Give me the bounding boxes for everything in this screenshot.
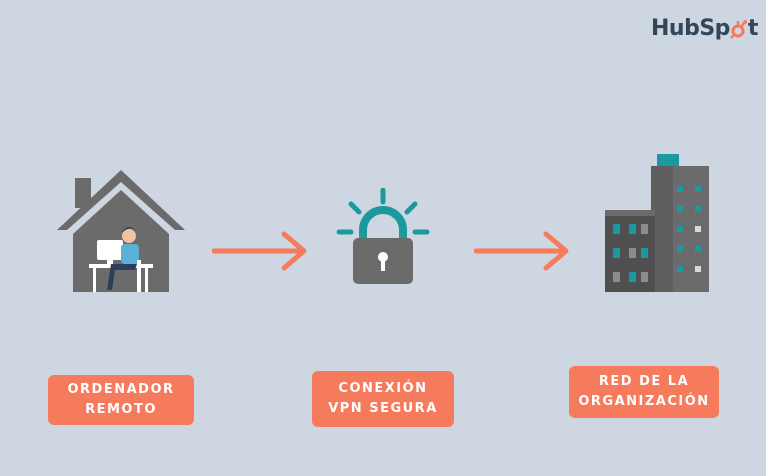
house-icon [57,170,185,292]
logo-text-right: t [747,16,759,41]
arrow-right-icon [212,231,307,271]
sprocket-icon [730,19,747,39]
vpn-connection-label: CONEXIÓN VPN SEGURA [312,371,454,427]
office-buildings-icon [605,154,709,292]
organization-network-label: RED DE LA ORGANIZACIÓN [569,366,719,418]
remote-computer-label: ORDENADOR REMOTO [48,375,194,425]
logo-text-left: HubSp [651,16,730,41]
hubspot-logo: HubSp t [651,16,758,41]
arrow-right-icon [474,231,569,271]
lock-icon [336,188,430,284]
